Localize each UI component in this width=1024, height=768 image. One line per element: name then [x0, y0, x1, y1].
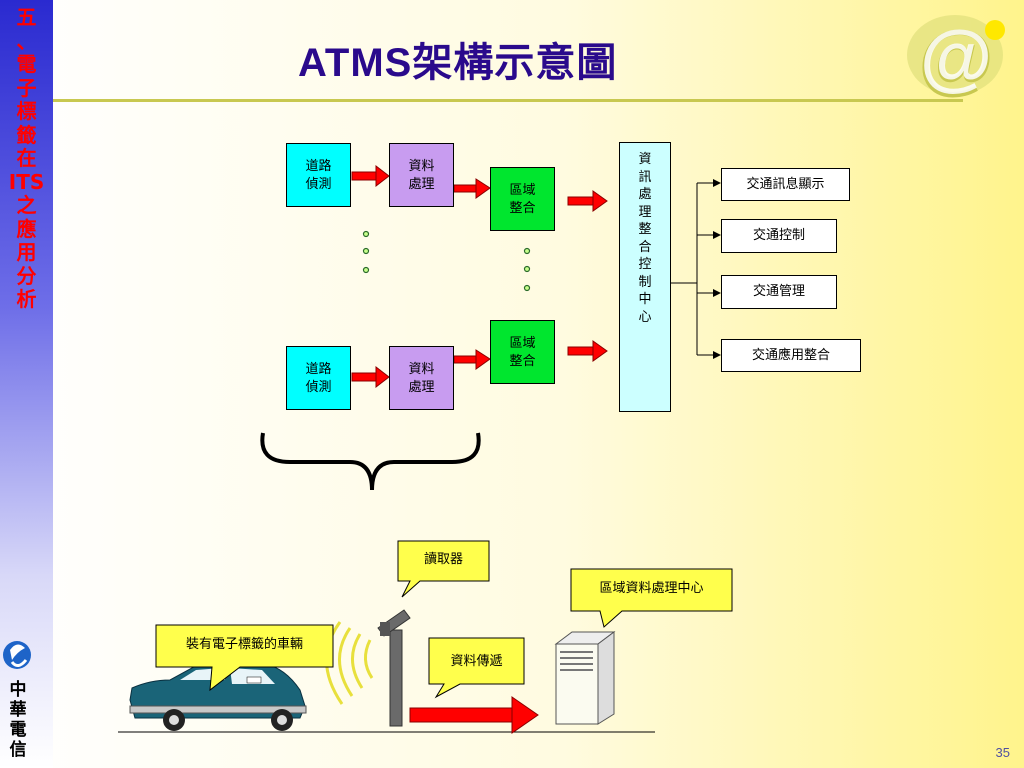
reader-antenna-icon — [377, 609, 411, 727]
arrow-region-to-center-top — [567, 190, 608, 212]
ellipsis-dots-right — [523, 247, 531, 292]
arrow-proc-to-region-bottom — [453, 349, 491, 370]
sidebar — [0, 0, 53, 768]
data-center-label: 區域資料處理中心 — [599, 581, 704, 596]
arrow-proc-to-region-top — [453, 178, 491, 199]
svg-text:@: @ — [920, 15, 992, 98]
section-title-char: 籤 — [16, 122, 37, 147]
car-icon — [129, 661, 307, 731]
company-logo-text: 中華電信 — [0, 680, 36, 760]
control-center-char: 資 — [638, 152, 652, 167]
page-title: ATMS架構示意圖 — [298, 41, 618, 85]
section-title-char: 在 — [16, 146, 37, 170]
title-divider — [53, 99, 963, 102]
arrow-region-to-center-bottom — [567, 340, 608, 362]
section-title-char: 五 — [16, 5, 37, 29]
section-title-char: 電 — [16, 52, 37, 76]
control-center-char: 制 — [638, 274, 652, 290]
control-center-char: 控 — [638, 257, 652, 272]
section-title-char: 分 — [16, 263, 37, 288]
arrow-road-to-proc-bottom — [351, 365, 390, 389]
output-connectors — [671, 179, 721, 359]
region-integration-box-bottom: 區域整合 — [490, 320, 555, 384]
tagged-vehicle-label: 裝有電子標籤的車輛 — [185, 637, 303, 652]
region-integration-box-top: 區域整合 — [490, 167, 555, 231]
arrow-road-to-proc-top — [351, 164, 390, 188]
control-center-box: 資訊處理整合控制中心 — [619, 142, 671, 412]
output-box-3: 交通管理 — [721, 275, 837, 309]
section-title-char: 之 — [16, 193, 37, 217]
ellipsis-dots-left — [362, 230, 370, 274]
server-icon — [554, 631, 616, 725]
page-number: 35 — [995, 745, 1010, 760]
output-box-1: 交通訊息顯示 — [721, 168, 850, 201]
control-center-char: 中 — [638, 292, 652, 307]
data-processing-box-top: 資料處理 — [389, 143, 454, 207]
section-title-char: ITS — [8, 169, 45, 194]
reader-label: 讀取器 — [423, 552, 463, 567]
control-center-char: 心 — [638, 309, 652, 325]
section-title-char: 析 — [16, 287, 37, 311]
chunghwa-logo-icon — [3, 641, 31, 669]
road-detection-box-top: 道路偵測 — [286, 143, 351, 207]
output-box-4: 交通應用整合 — [721, 339, 861, 372]
control-center-char: 理 — [638, 204, 652, 220]
output-box-2: 交通控制 — [721, 219, 837, 253]
control-center-char: 處 — [638, 187, 652, 202]
control-center-char: 整 — [638, 222, 652, 237]
logo-char: 電 — [9, 720, 27, 740]
section-title-char: 應 — [16, 216, 37, 241]
callout-shapes — [155, 540, 733, 699]
svg-text:@: @ — [918, 14, 994, 102]
logo-char: 中 — [9, 680, 27, 700]
section-title-char: 用 — [16, 240, 37, 264]
at-logo-icon: @ @ — [907, 14, 1005, 102]
logo-char: 信 — [9, 740, 27, 760]
road-detection-box-bottom: 道路偵測 — [286, 346, 351, 410]
data-transfer-arrow — [409, 696, 539, 734]
section-title-char: 、 — [16, 28, 37, 53]
curly-brace — [260, 432, 481, 491]
section-title-char: 標 — [16, 99, 37, 123]
control-center-char: 合 — [638, 239, 652, 255]
data-processing-box-bottom: 資料處理 — [389, 346, 454, 410]
data-transfer-label: 資料傳遞 — [450, 654, 503, 669]
control-center-char: 訊 — [638, 169, 652, 185]
section-title-char: 子 — [16, 75, 37, 100]
logo-char: 華 — [9, 700, 27, 720]
